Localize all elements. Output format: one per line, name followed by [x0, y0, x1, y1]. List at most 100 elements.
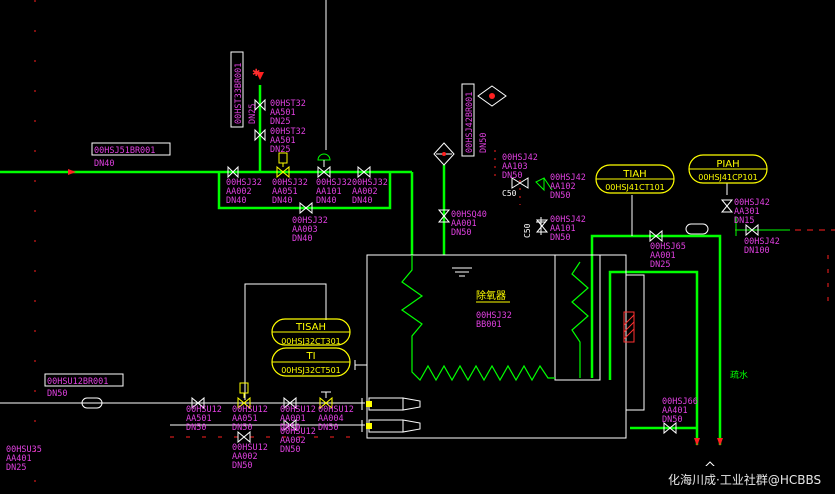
- valve-tag-v-bypass-1: AA003: [292, 225, 318, 235]
- tisah-tag: 00HSJ32CT301: [281, 337, 341, 346]
- piah-tag: 00HSJ41CP101: [698, 173, 758, 182]
- vent-line-label: 00HST33BR001: [234, 63, 244, 124]
- valve-tag-v-h4-0: 00HSJ32: [352, 178, 388, 188]
- valve-u12e: [283, 418, 297, 432]
- valve-tag-v-vent1-0: 00HST32: [270, 99, 306, 109]
- valve-tag-v-drum-in-0: 00HSQ40: [451, 210, 487, 220]
- valve-tag-v-u12a-1: AA501: [186, 414, 212, 424]
- valve-tag-v-h1-1: AA002: [226, 187, 252, 197]
- pipes: [0, 85, 722, 445]
- valve-tag-v-j42c-1: AA101: [550, 224, 576, 234]
- vent-line-dn: DN25: [248, 104, 258, 124]
- drum-line-label: 00HSJ42BR001: [465, 92, 475, 153]
- bypass-line: [217, 172, 392, 210]
- watermark: 化海川成·工业社群@HCBBS: [668, 473, 822, 487]
- valve-tag-v-u12b-0: 00HSU12: [232, 405, 268, 415]
- valve-tag-v-j42d-0: 00HSJ42: [734, 198, 770, 208]
- valve-j42e: [745, 223, 759, 237]
- valve-h4: [357, 165, 371, 179]
- valve-tag-v-vent2-1: AA501: [270, 136, 296, 146]
- valve-tag-v-h4-1: AA002: [352, 187, 378, 197]
- valve-tags: 00HST32AA501DN2500HST32AA501DN2500HSJ32A…: [6, 99, 780, 473]
- line-dn-rep: DN50: [47, 389, 67, 399]
- valve-h2: [276, 165, 290, 179]
- valve-tag-v-h2-0: 00HSJ32: [272, 178, 308, 188]
- valve-j42c: [535, 219, 549, 233]
- instrument-ti[interactable]: [271, 347, 351, 377]
- valve-tag-v-h3-1: AA101: [316, 187, 342, 197]
- valve-tag-v-u12e-1: AA002: [280, 436, 306, 446]
- valve-tag-v-u35-1: AA401: [6, 454, 32, 464]
- valve-tag-v-u12d-0: 00HSU12: [318, 405, 354, 415]
- valve-tag-v-h2-2: DN40: [272, 196, 292, 206]
- tiah-label: TIAH: [622, 169, 646, 180]
- valve-tag-v-u12c-2: DN50: [280, 423, 300, 433]
- valve-tag-v-vent1-2: DN25: [270, 117, 290, 127]
- valve-tag-v-u35-0: 00HSU35: [6, 445, 42, 455]
- line-dn-main: DN40: [94, 159, 114, 169]
- valve-tag-v-j42a-2: DN50: [502, 171, 522, 181]
- return-line: [608, 270, 699, 445]
- valve-tag-v-j42a-1: AA103: [502, 162, 528, 172]
- valve-tag-v-j42d-2: DN15: [734, 216, 754, 226]
- instrument-piah[interactable]: [688, 154, 768, 184]
- valve-tag-v-h1-0: 00HSJ32: [226, 178, 262, 188]
- gauge-c50b: C50: [523, 223, 532, 238]
- valve-tag-v-u35-2: DN25: [6, 463, 26, 473]
- valves[interactable]: [191, 98, 759, 444]
- valve-vent-2: [254, 128, 266, 142]
- valve-tag-v-j42a-0: 00HSJ42: [502, 153, 538, 163]
- valve-u12a: [191, 396, 205, 410]
- instrument-tiah[interactable]: [595, 164, 675, 194]
- valve-tag-v-h4-2: DN40: [352, 196, 372, 206]
- gauge-c50: C50: [502, 189, 517, 198]
- valve-tag-v-j42c-2: DN50: [550, 233, 570, 243]
- valve-tag-v-bypass-0: 00HSJ32: [292, 216, 328, 226]
- valve-tag-v-j65-0: 00HSJ65: [650, 242, 686, 252]
- tiah-tag: 00HSJ41CT101: [605, 183, 665, 192]
- valve-tag-v-j65-2: DN25: [650, 260, 670, 270]
- valve-tag-v-u12f-1: AA002: [232, 452, 258, 462]
- heating-coil: [400, 255, 589, 382]
- ti-tag: 00HSJ32CT501: [281, 366, 341, 375]
- valve-tag-v-j42b-1: AA102: [550, 182, 576, 192]
- valve-j42d: [720, 199, 734, 213]
- valve-tag-v-u12b-1: AA051: [232, 414, 258, 424]
- valve-tag-v-u12d-1: AA004: [318, 414, 344, 424]
- valve-tag-v-j66-1: AA401: [662, 406, 688, 416]
- valve-j65: [649, 229, 663, 243]
- tank-id: 00HSJ32: [476, 311, 512, 321]
- valve-tag-v-u12c-0: 00HSU12: [280, 405, 316, 415]
- vent-marker: ✱: [252, 68, 260, 79]
- tisah-label: TISAH: [295, 322, 326, 333]
- valve-tag-v-u12d-2: DN50: [318, 423, 338, 433]
- valve-tag-v-drum-in-2: DN50: [451, 228, 471, 238]
- valve-tag-v-u12c-1: AA001: [280, 414, 306, 424]
- piah-label: PIAH: [716, 159, 739, 170]
- valve-tag-v-bypass-2: DN40: [292, 234, 312, 244]
- valve-tag-v-u12a-2: DN50: [186, 423, 206, 433]
- valve-tag-v-vent1-1: AA501: [270, 108, 296, 118]
- drain-label: 疏水: [730, 369, 748, 381]
- valve-h3: [317, 165, 331, 179]
- valve-u12b: [237, 396, 251, 410]
- valve-drum-in: [437, 209, 451, 223]
- valve-vent-1: [254, 98, 266, 112]
- valve-tag-v-j42e-0: 00HSJ42: [744, 237, 780, 247]
- deaerator-vessel[interactable]: [354, 254, 645, 439]
- drum-line-dn: DN50: [479, 133, 489, 153]
- valve-u12d: [319, 396, 333, 410]
- valve-u12c: [283, 396, 297, 410]
- valve-j66: [663, 421, 677, 435]
- instrument-tisah[interactable]: [271, 318, 351, 346]
- valve-tag-v-vent2-0: 00HST32: [270, 127, 306, 137]
- valve-tag-v-u12f-0: 00HSU12: [232, 443, 268, 453]
- tank-name: 除氧器: [476, 289, 506, 302]
- heater-hatch: [623, 311, 635, 343]
- valve-tag-v-j42d-1: AA301: [734, 207, 760, 217]
- valve-tag-v-j42b-0: 00HSJ42: [550, 173, 586, 183]
- valve-tag-v-j42c-0: 00HSJ42: [550, 215, 586, 225]
- valve-u12f: [237, 430, 251, 444]
